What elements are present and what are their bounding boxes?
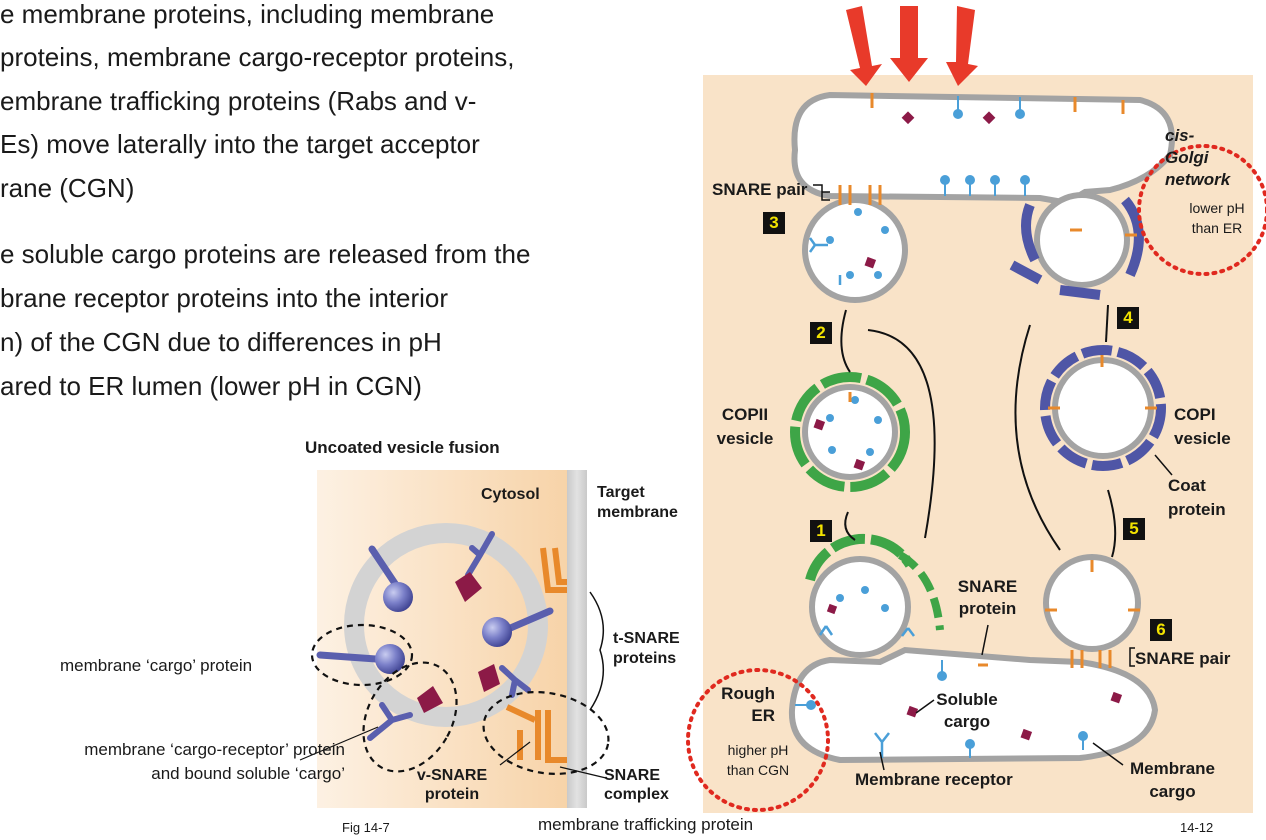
copii-coat	[790, 372, 910, 492]
bullet-2-line-4: ared to ER lumen (lower pH in CGN)	[0, 371, 422, 401]
vesicle-step-3	[802, 197, 908, 303]
vesicle-step-6	[1043, 554, 1141, 652]
label-pointers	[813, 184, 1173, 771]
bullet-2-line-2: brane receptor proteins into the interio…	[0, 283, 449, 313]
rough-er-label: Rough ER	[721, 684, 775, 725]
cargo-protein-caption: membrane ‘cargo’ protein	[60, 656, 253, 675]
target-membrane	[567, 470, 587, 808]
copii-label: COPII vesicle	[716, 405, 774, 448]
membrane-cargo-heads	[806, 109, 1088, 749]
cargo-protein-right-head	[482, 617, 512, 647]
step-6-badge: 6	[1150, 619, 1172, 641]
soluble-cargo-left	[417, 572, 500, 713]
bullet-2-line-1: e soluble cargo proteins are released fr…	[0, 239, 531, 269]
cargo-protein-circled-stem	[316, 651, 380, 663]
bullet-1-line-1: e membrane proteins, including membrane	[0, 0, 495, 29]
soluble-cargo-label: Soluble cargo	[936, 690, 998, 731]
soluble-cargo-right	[813, 111, 1123, 741]
budding-copii-coat	[805, 533, 915, 582]
coat-protein-label: Coat protein	[1168, 476, 1226, 519]
bullet-1-line-2: proteins, membrane cargo-receptor protei…	[0, 42, 515, 72]
cytosol-label: Cytosol	[481, 486, 540, 503]
cargo-protein-right-stem	[504, 607, 554, 633]
target-membrane-label: Target membrane	[597, 484, 678, 521]
cargo-protein-circled-head	[375, 644, 405, 674]
left-figure-number: Fig 14-7	[342, 820, 390, 835]
step-1-badge: 1	[810, 520, 832, 542]
lower-ph-note: lower pH than ER	[1189, 200, 1245, 236]
red-arrows	[846, 6, 978, 86]
cargo-receptor-highlight	[362, 661, 458, 773]
bullet-1-line-5: rane (CGN)	[0, 173, 135, 203]
snare-pair-top-label: SNARE pair	[712, 180, 808, 199]
t-snare-proteins	[535, 547, 567, 763]
membrane-cargo-pins	[795, 96, 1084, 758]
snare-complex-highlight	[482, 691, 610, 775]
cis-golgi-label: cis- Golgi network	[1165, 126, 1231, 189]
membrane-receptor-label: Membrane receptor	[855, 770, 1013, 789]
right-figure-number: 14-12	[1180, 820, 1214, 835]
cargo-protein-upper	[368, 545, 402, 592]
cargo-receptors	[367, 531, 531, 741]
t-snare-bracket	[589, 591, 605, 711]
vesicle-budding-cgn	[1034, 192, 1130, 288]
step-2-badge: 2	[810, 322, 832, 344]
step-5-badge: 5	[1123, 518, 1145, 540]
v-snare-protein	[505, 704, 537, 760]
copi-vesicle	[1052, 357, 1154, 459]
t-snare-label: t-SNARE proteins	[613, 630, 680, 667]
higher-ph-note: higher pH than CGN	[726, 742, 790, 778]
snare-complex-label: SNARE complex	[604, 767, 669, 803]
snare-pair-bottom-label: SNARE pair	[1135, 649, 1231, 668]
cargo-protein-upper-head	[383, 582, 413, 612]
step-3-badge: 3	[763, 212, 785, 234]
copi-coat	[1040, 345, 1166, 471]
cargo-receptor-caption: membrane ‘cargo-receptor’ protein and bo…	[84, 740, 345, 783]
vesicle-budding-er	[809, 556, 911, 658]
snare-protein-label: SNARE protein	[957, 577, 1018, 618]
copi-coat-fragments	[1009, 196, 1144, 300]
vesicle-membrane	[344, 523, 548, 727]
membrane-receptors	[808, 237, 915, 758]
copi-label: COPI vesicle	[1174, 405, 1231, 448]
membrane-cargo-label: Membrane cargo	[1129, 759, 1216, 801]
bullet-1-line-4: Es) move laterally into the target accep…	[0, 129, 480, 159]
cargo-protein-highlight	[310, 623, 414, 687]
v-snare-label: v-SNARE protein	[416, 767, 488, 803]
uncoated-vesicle-fusion-diagram	[299, 470, 610, 808]
cis-golgi-membrane	[791, 91, 1175, 208]
transport-arrows	[840, 304, 1117, 558]
trafficking-protein-caption: membrane trafficking protein	[538, 815, 754, 834]
bullet-1-line-3: embrane trafficking proteins (Rabs and v…	[0, 86, 477, 116]
uncoated-fusion-title: Uncoated vesicle fusion	[305, 438, 500, 457]
step-4-badge: 4	[1117, 307, 1139, 329]
bullet-2-line-3: n) of the CGN due to differences in pH	[0, 327, 442, 357]
copii-vesicle	[802, 384, 898, 480]
